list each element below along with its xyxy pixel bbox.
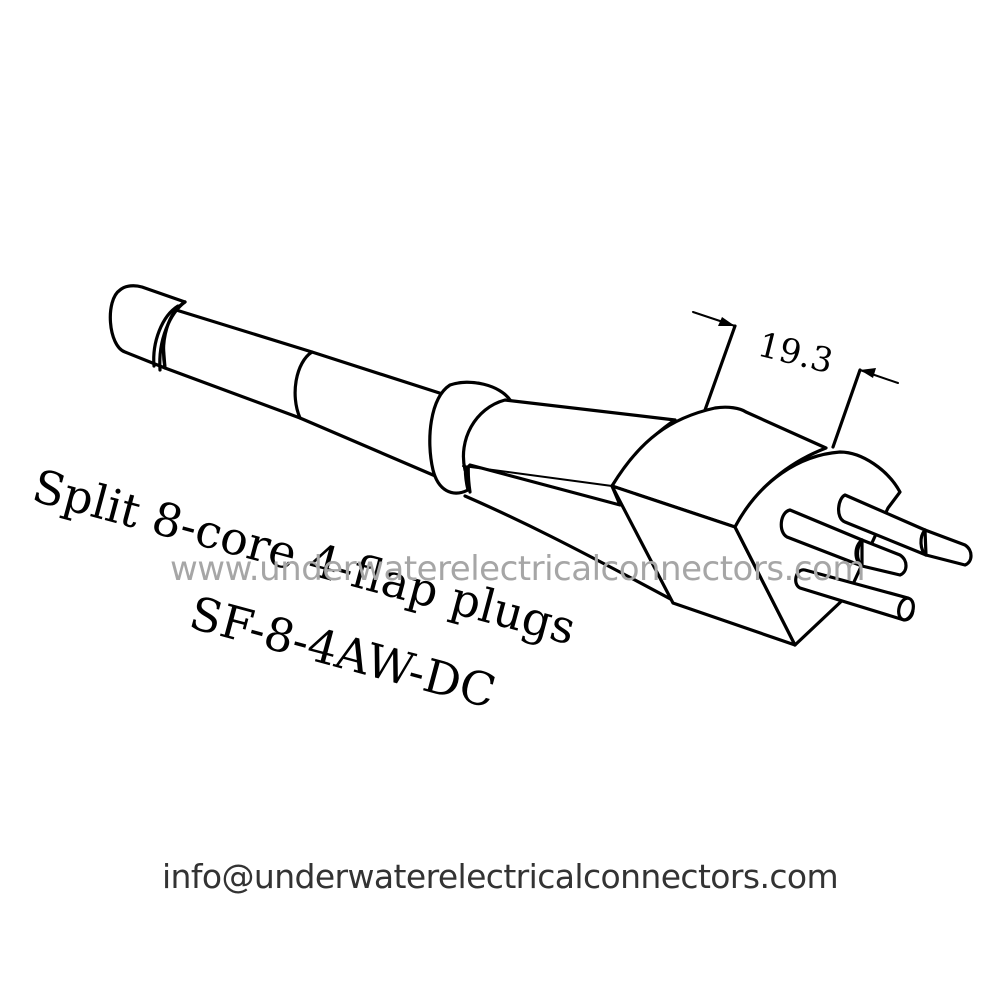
end-cap bbox=[108, 284, 187, 372]
arrow-right-icon bbox=[860, 368, 876, 378]
arrow-left-icon bbox=[718, 317, 735, 326]
dimension-value: 19.3 bbox=[754, 325, 837, 382]
pins bbox=[779, 493, 973, 622]
watermark-url: www.underwaterelectricalconnectors.com bbox=[170, 549, 865, 589]
cable-tube bbox=[158, 303, 457, 480]
contact-email: info@underwaterelectricalconnectors.com bbox=[161, 857, 839, 896]
pin-middle bbox=[779, 508, 908, 577]
pin-lower bbox=[794, 568, 915, 622]
pin-upper bbox=[837, 493, 973, 567]
